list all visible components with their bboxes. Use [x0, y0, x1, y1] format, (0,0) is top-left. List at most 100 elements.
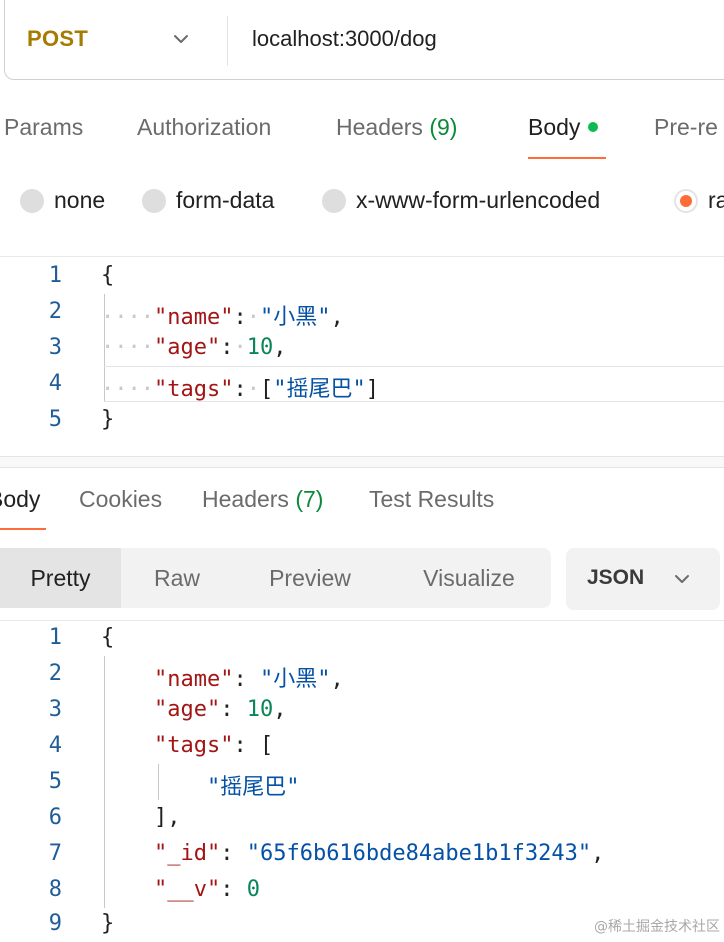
line-number: 7: [48, 841, 62, 866]
response-code-line: 9 }: [0, 906, 724, 942]
watermark: @稀土掘金技术社区: [594, 919, 720, 935]
format-label: JSON: [587, 566, 645, 589]
radio-label: ra: [708, 187, 724, 213]
tab-label: Headers: [202, 486, 296, 512]
indent-whitespace: ····: [101, 377, 154, 402]
response-code-line: 5 "摇尾巴": [0, 764, 724, 800]
tab-label: Body: [0, 486, 41, 512]
view-pretty-button[interactable]: Pretty: [0, 548, 121, 608]
json-key: "name": [153, 305, 234, 330]
json-key: "age": [153, 697, 221, 722]
line-number: 4: [48, 733, 62, 758]
active-line-highlight: [104, 366, 724, 402]
pane-resize-handle[interactable]: [0, 456, 724, 468]
json-key: "name": [153, 667, 234, 692]
tab-label: Pre-re: [654, 114, 718, 140]
radio-none[interactable]: none: [20, 187, 105, 214]
response-code-line: 7 "_id": "65f6b616bde84abe1b1f3243",: [0, 836, 724, 872]
tab-label: Authorization: [137, 114, 272, 140]
response-code-line: 8 "__v": 0: [0, 872, 724, 908]
tab-test-results[interactable]: Test Results: [369, 486, 494, 513]
tab-label: Headers: [336, 114, 430, 140]
headers-count-badge: (9): [429, 114, 458, 140]
tab-label: Test Results: [369, 486, 495, 512]
tab-headers[interactable]: Headers (9): [336, 114, 457, 141]
json-string: "小黑": [259, 305, 331, 330]
line-number: 1: [48, 263, 62, 288]
tab-label: Body: [528, 114, 581, 140]
tab-response-body[interactable]: Body: [0, 486, 40, 513]
body-mode-options: none form-data x-www-form-urlencoded ra: [0, 180, 724, 220]
line-number: 2: [48, 299, 62, 324]
indent-whitespace: ····: [101, 335, 154, 360]
json-key: "_id": [153, 841, 221, 866]
json-number: 0: [246, 877, 260, 902]
response-code-line: 2 "name": "小黑",: [0, 656, 724, 692]
json-key: "tags": [153, 377, 234, 402]
active-tab-underline: [528, 157, 606, 159]
radio-label: x-www-form-urlencoded: [356, 187, 601, 213]
line-number: 4: [48, 371, 62, 396]
divider: [0, 620, 724, 621]
response-code-line: 3 "age": 10,: [0, 692, 724, 728]
line-number: 3: [48, 335, 62, 360]
request-code-line[interactable]: 1 {: [0, 258, 724, 294]
radio-raw[interactable]: ra: [674, 187, 724, 214]
line-number: 2: [48, 661, 62, 686]
request-code-line[interactable]: 5 }: [0, 402, 724, 438]
json-string: "65f6b616bde84abe1b1f3243": [246, 841, 592, 866]
radio-x-www-form-urlencoded[interactable]: x-www-form-urlencoded: [322, 187, 600, 214]
request-code-line[interactable]: 3 ····"age":·10,: [0, 330, 724, 366]
tab-body[interactable]: Body: [528, 114, 599, 141]
response-tabs: Body Cookies Headers (7) Test Results: [0, 480, 724, 532]
json-key: "__v": [153, 877, 221, 902]
request-code-line-active[interactable]: 4 ····"tags":·["摇尾巴"]: [0, 366, 724, 402]
line-number: 5: [48, 769, 62, 794]
json-string: "小黑": [259, 667, 331, 692]
radio-circle: [142, 188, 166, 213]
line-number: 8: [48, 877, 62, 902]
json-key: "age": [153, 335, 221, 360]
response-code-line: 1 {: [0, 620, 724, 656]
request-tabs: Params Authorization Headers (9) Body Pr…: [0, 108, 724, 160]
url-input[interactable]: localhost:3000/dog: [252, 26, 437, 51]
line-number: 3: [48, 697, 62, 722]
tab-authorization[interactable]: Authorization: [137, 114, 271, 141]
response-code-line: 6 ],: [0, 800, 724, 836]
radio-circle-selected: [674, 188, 698, 213]
view-preview-button[interactable]: Preview: [269, 565, 351, 591]
divider: [227, 16, 228, 66]
json-number: 10: [246, 697, 274, 722]
open-brace: {: [101, 625, 115, 650]
line-number: 1: [48, 625, 62, 650]
tab-pre-request-script[interactable]: Pre-re: [654, 114, 718, 141]
open-brace: {: [101, 263, 115, 288]
format-select[interactable]: JSON: [566, 548, 720, 610]
request-bar: POST localhost:3000/dog: [4, 0, 724, 80]
close-brace: }: [101, 911, 115, 936]
json-string: "摇尾巴": [206, 775, 300, 800]
method-select[interactable]: POST: [27, 26, 89, 51]
json-string: "摇尾巴": [273, 377, 366, 402]
request-code-line[interactable]: 2 ····"name":·"小黑",: [0, 294, 724, 330]
view-mode-toggle: Pretty Raw Preview Visualize: [0, 548, 551, 608]
view-raw-button[interactable]: Raw: [153, 565, 200, 591]
json-key: "tags": [153, 733, 234, 758]
chevron-down-icon: [675, 575, 689, 583]
body-active-dot: [588, 121, 599, 132]
line-number: 9: [48, 911, 62, 936]
headers-count-badge: (7): [295, 486, 324, 512]
chevron-down-icon[interactable]: [170, 28, 192, 50]
json-number: 10: [246, 335, 274, 360]
tab-params[interactable]: Params: [4, 114, 83, 141]
radio-form-data[interactable]: form-data: [142, 187, 274, 214]
tab-cookies[interactable]: Cookies: [79, 486, 162, 513]
view-visualize-button[interactable]: Visualize: [423, 565, 515, 591]
divider: [0, 256, 724, 257]
line-number: 5: [48, 407, 62, 432]
radio-label: form-data: [176, 187, 275, 213]
tab-response-headers[interactable]: Headers (7): [202, 486, 323, 513]
radio-circle: [20, 188, 44, 213]
indent-guide: [158, 764, 159, 800]
indent-whitespace: ····: [101, 305, 154, 330]
